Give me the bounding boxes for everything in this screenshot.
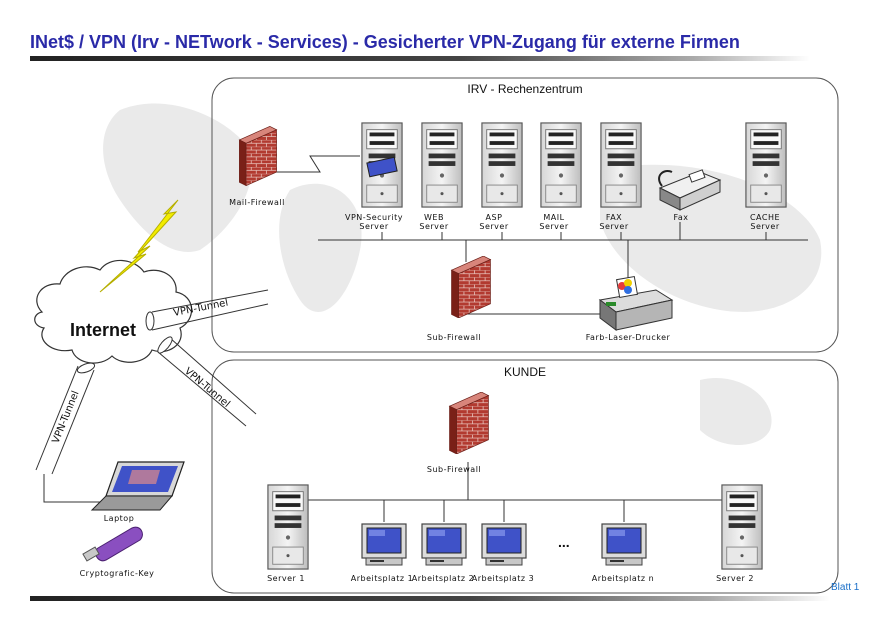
zone-rechenzentrum <box>211 77 839 353</box>
workstation-2-icon <box>421 523 467 566</box>
internet-label: Internet <box>70 320 137 340</box>
zone-title-kunde: KUNDE <box>503 365 547 379</box>
asp-server-icon <box>481 122 523 208</box>
laptop-label: Laptop <box>103 514 135 523</box>
page-number: Blatt 1 <box>831 582 860 593</box>
zone-title-rz: IRV - Rechenzentrum <box>467 82 583 96</box>
server-1-icon <box>267 484 309 570</box>
workstation-2-label: Arbeitsplatz 2 <box>411 574 475 583</box>
kunde-sub-firewall-icon <box>449 392 489 454</box>
server-2-icon <box>721 484 763 570</box>
workstation-3-icon <box>481 523 527 566</box>
footer-rule <box>30 596 830 601</box>
rz-sub-firewall-label: Sub-Firewall <box>426 333 482 342</box>
printer-label: Farb-Laser-Drucker <box>585 333 671 342</box>
more-workstations-ellipsis: ... <box>558 534 570 550</box>
vpn-tunnel-kunde <box>157 336 257 427</box>
kunde-sub-firewall-label: Sub-Firewall <box>426 465 482 474</box>
mail-firewall-icon <box>239 126 277 186</box>
lightning-icon <box>99 199 179 293</box>
mail-firewall-label: Mail-Firewall <box>229 198 285 207</box>
workstation-n-icon <box>601 523 647 566</box>
mail-server-icon <box>540 122 582 208</box>
page-title: INet$ / VPN (Irv - NETwork - Services) -… <box>30 32 740 52</box>
workstation-1-label: Arbeitsplatz 1 <box>350 574 414 583</box>
workstation-n-label: Arbeitsplatz n <box>591 574 655 583</box>
crypto-key-label: Cryptografic-Key <box>79 569 155 578</box>
tunnel-label-laptop: VPN-Tunnel <box>51 389 82 445</box>
rz-sub-firewall-icon <box>451 256 491 318</box>
server-1-label: Server 1 <box>267 574 305 583</box>
fax-label: Fax <box>673 213 689 222</box>
cloud-icon <box>34 259 193 364</box>
workstation-1-icon <box>361 523 407 566</box>
web-server-icon <box>421 122 463 208</box>
zone-kunde <box>211 359 839 594</box>
fax-server-icon <box>600 122 642 208</box>
usb-key-icon <box>82 526 143 562</box>
server-2-label: Server 2 <box>716 574 754 583</box>
cache-server-icon <box>745 122 787 208</box>
fax-machine-icon <box>658 169 722 211</box>
vpn-tunnel-rz <box>145 289 269 331</box>
tunnel-label-kunde: VPN-Tunnel <box>182 366 232 410</box>
vpn-key-overlay-icon <box>366 156 398 178</box>
network-links <box>43 155 808 522</box>
vpn-tunnel-laptop <box>35 362 96 475</box>
workstation-3-label: Arbeitsplatz 3 <box>471 574 535 583</box>
title-underline <box>30 56 810 61</box>
color-laser-printer-icon <box>598 275 674 331</box>
laptop-icon <box>90 461 185 511</box>
